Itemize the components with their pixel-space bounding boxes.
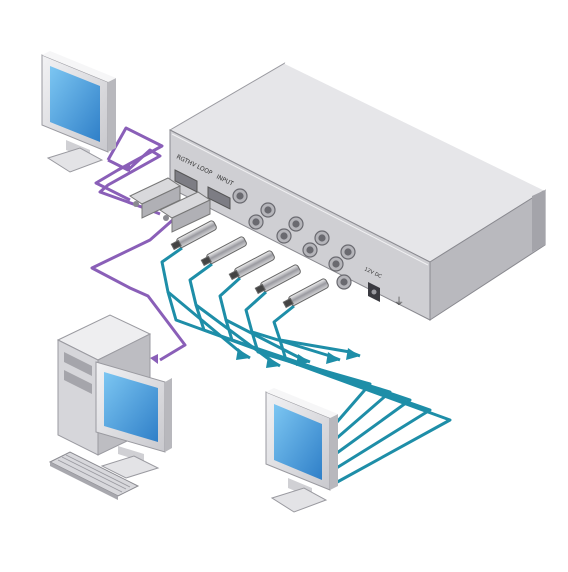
vga-port-input	[207, 186, 231, 210]
bnc-connector	[254, 264, 301, 295]
bnc-connector	[228, 250, 275, 281]
desktop-computer	[48, 314, 172, 500]
monitor-top	[41, 51, 116, 173]
monitor-screen	[50, 66, 100, 142]
bnc-arrows	[236, 348, 360, 368]
monitor-screen	[274, 404, 322, 480]
computer-screen	[104, 372, 158, 442]
arrow-icon	[150, 354, 158, 364]
vga-connector-pair	[128, 177, 212, 233]
bnc-socket-array	[232, 188, 356, 290]
monitor-bottom	[265, 388, 338, 513]
bnc-connectors	[170, 220, 329, 309]
monitor-stand	[270, 487, 328, 513]
bnc-connector	[200, 236, 247, 267]
video-splitter-device: RGTHV LOOP INPUT 12V DC ⏚	[168, 62, 547, 321]
power-jack: ⏚	[368, 282, 404, 308]
keyboard-icon	[48, 451, 140, 500]
ground-symbol-icon: ⏚	[394, 296, 404, 308]
monitor-stand	[46, 147, 104, 173]
arrow-icon	[122, 164, 130, 172]
bnc-connector	[282, 278, 329, 309]
bnc-connector	[170, 220, 217, 251]
